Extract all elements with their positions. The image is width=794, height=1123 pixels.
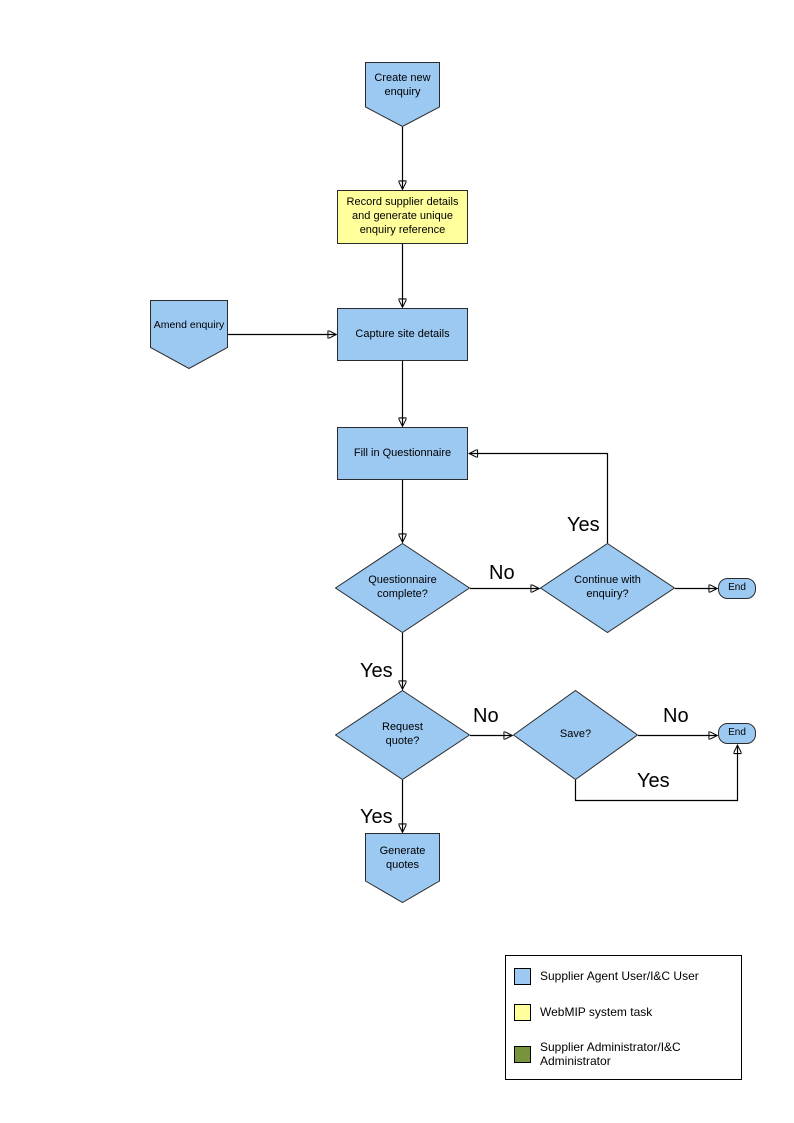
node-label-questionnaire-complete: Questionnaire complete? bbox=[368, 574, 437, 600]
legend-swatch-blue bbox=[514, 968, 531, 985]
node-label-capture-site-details: Capture site details bbox=[355, 327, 450, 340]
process-shape bbox=[337, 308, 468, 361]
node-label-fill-in-questionnaire: Fill in Questionnaire bbox=[353, 446, 452, 459]
node-questionnaire-complete-decision: Questionnaire complete? bbox=[335, 543, 470, 633]
node-label-generate-quotes: Generate quotes bbox=[379, 845, 426, 871]
edge-label-questionnaire-no: No bbox=[489, 562, 515, 584]
node-label-end-bottom: End bbox=[728, 727, 746, 739]
decision-shape bbox=[540, 543, 675, 633]
legend-item-supplier-agent: Supplier Agent User/I&C User bbox=[514, 968, 733, 985]
node-save-decision: Save? bbox=[513, 690, 638, 780]
offpage-shape bbox=[365, 833, 440, 903]
edge-label-continue-yes: Yes bbox=[567, 514, 600, 536]
node-generate-quotes: Generate quotes bbox=[365, 833, 440, 903]
offpage-shape bbox=[365, 62, 440, 127]
legend-item-supplier-admin: Supplier Administrator/I&C Administrator bbox=[514, 1040, 733, 1069]
node-request-quote-decision: Request quote? bbox=[335, 690, 470, 780]
node-label-save: Save? bbox=[559, 728, 592, 741]
offpage-shape bbox=[150, 300, 228, 369]
legend-swatch-green bbox=[514, 1045, 531, 1063]
decision-shape bbox=[513, 690, 638, 780]
process-shape bbox=[337, 190, 468, 244]
node-label-create-new-enquiry: Create new enquiry bbox=[374, 71, 431, 98]
legend-swatch-yellow bbox=[514, 1004, 531, 1021]
process-shape bbox=[337, 427, 468, 480]
node-end-bottom: End bbox=[718, 723, 756, 744]
node-label-continue-with-enquiry: Continue with enquiry? bbox=[574, 574, 641, 600]
legend-label-supplier-agent: Supplier Agent User/I&C User bbox=[540, 969, 699, 984]
terminator-shape bbox=[718, 723, 756, 744]
legend: Supplier Agent User/I&C User WebMIP syst… bbox=[505, 955, 742, 1080]
decision-shape bbox=[335, 543, 470, 633]
legend-item-webmip-task: WebMIP system task bbox=[514, 1004, 733, 1021]
terminator-shape bbox=[718, 578, 756, 599]
edge-label-save-yes: Yes bbox=[637, 770, 670, 792]
edge-label-save-no: No bbox=[663, 705, 689, 727]
node-fill-in-questionnaire: Fill in Questionnaire bbox=[337, 427, 468, 480]
legend-label-webmip-task: WebMIP system task bbox=[540, 1005, 653, 1020]
decision-shape bbox=[335, 690, 470, 780]
node-label-end-top: End bbox=[728, 582, 746, 594]
edge-label-request-yes: Yes bbox=[360, 806, 393, 828]
node-continue-with-enquiry-decision: Continue with enquiry? bbox=[540, 543, 675, 633]
legend-label-supplier-admin: Supplier Administrator/I&C Administrator bbox=[540, 1040, 681, 1069]
node-label-amend-enquiry: Amend enquiry bbox=[153, 318, 225, 331]
node-amend-enquiry: Amend enquiry bbox=[150, 300, 228, 369]
node-end-top: End bbox=[718, 578, 756, 599]
node-create-new-enquiry: Create new enquiry bbox=[365, 62, 440, 127]
edge-label-questionnaire-yes: Yes bbox=[360, 660, 393, 682]
edge-label-request-no: No bbox=[473, 705, 499, 727]
node-record-supplier-details: Record supplier details and generate uni… bbox=[337, 190, 468, 244]
node-capture-site-details: Capture site details bbox=[337, 308, 468, 361]
node-label-request-quote: Request quote? bbox=[382, 721, 423, 747]
node-label-record-supplier-details: Record supplier details and generate uni… bbox=[346, 196, 459, 236]
